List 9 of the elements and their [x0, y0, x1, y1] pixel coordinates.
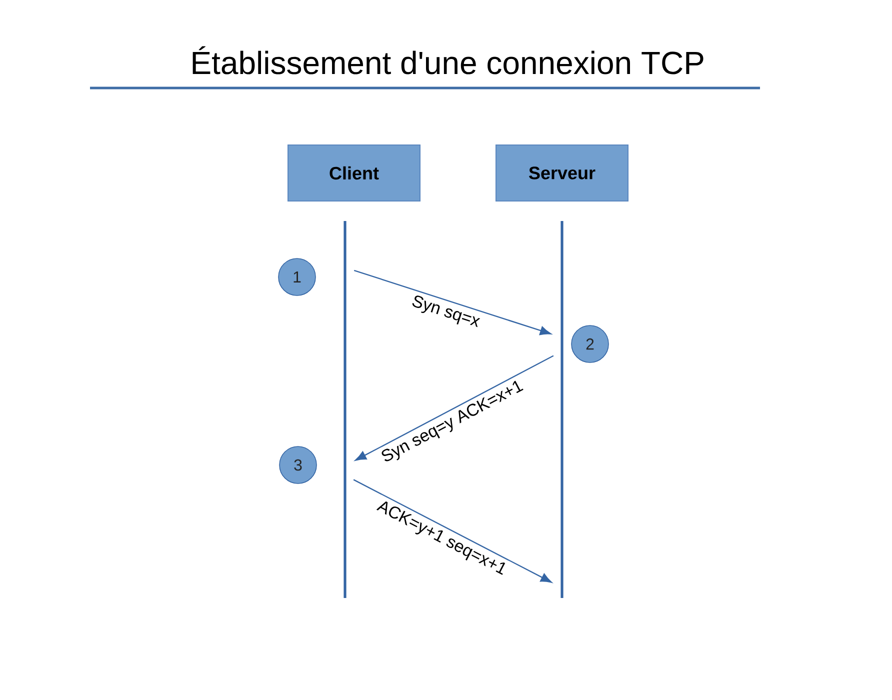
- arrow: [355, 355, 554, 461]
- participant-box: Client: [288, 144, 420, 202]
- lifeline: [560, 220, 564, 598]
- edge-label: Syn sq=x: [408, 293, 483, 332]
- lifeline: [344, 220, 346, 598]
- arrow: [354, 270, 552, 336]
- participant-box: Serveur: [496, 144, 628, 202]
- arrow: [353, 479, 552, 583]
- title: Établissement d'une connexion TCP: [192, 46, 704, 74]
